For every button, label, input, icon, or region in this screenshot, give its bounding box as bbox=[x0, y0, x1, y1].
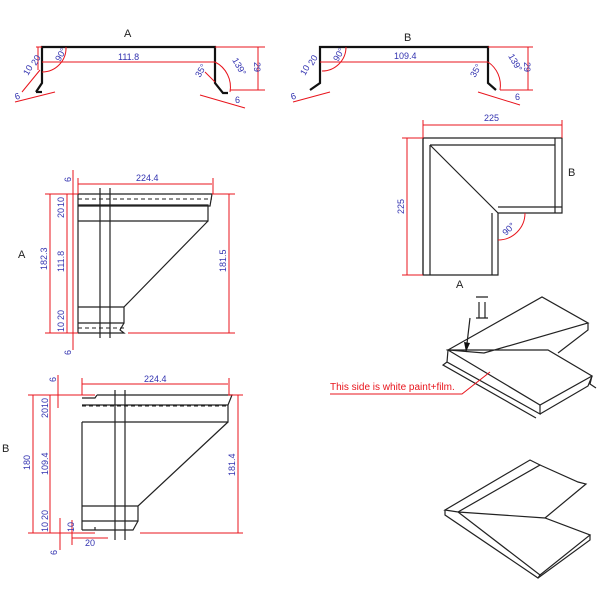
view-a-bottom-edge: 6 bbox=[63, 350, 73, 355]
plan-side-left: 225 bbox=[396, 199, 406, 214]
note-text: This side is white paint+film. bbox=[330, 382, 455, 393]
view-b-label: B bbox=[2, 443, 9, 455]
view-b-offset: 20 bbox=[85, 538, 95, 548]
view-b-overall: 180 bbox=[22, 455, 32, 470]
view-a-middle: 111.8 bbox=[56, 251, 66, 272]
view-b-d20-bottom: 20 bbox=[40, 510, 50, 520]
plan-side-top: 225 bbox=[484, 113, 499, 123]
profile-b-angle-right: 139° bbox=[506, 52, 524, 73]
isometric-bottom bbox=[443, 459, 592, 579]
profile-b: B 109.4 20 10 6 6 90° 35° 139° 29 bbox=[289, 32, 533, 106]
view-b-right-height: 181.4 bbox=[227, 453, 237, 476]
view-a-d20-bottom: 20 bbox=[56, 310, 66, 320]
view-a-d10-bottom: 10 bbox=[56, 322, 66, 332]
profile-b-height: 29 bbox=[522, 62, 532, 72]
view-b-bottom-edge: 6 bbox=[49, 550, 59, 555]
isometric-top: This side is white paint+film. bbox=[330, 296, 597, 419]
note-leader bbox=[330, 371, 491, 395]
profile-b-label: B bbox=[404, 32, 411, 44]
profile-a-edge: 6 bbox=[13, 91, 21, 102]
plan-angle: 90° bbox=[500, 220, 517, 237]
view-a-overall: 182.3 bbox=[39, 247, 49, 270]
profile-a-width: 111.8 bbox=[118, 52, 139, 62]
view-a-d10-top: 10 bbox=[56, 197, 66, 207]
profile-a-flange-upper: 20 bbox=[29, 53, 43, 67]
view-a-right-height: 181.5 bbox=[218, 249, 228, 272]
profile-a-label: A bbox=[124, 28, 132, 40]
view-b: B 6 224.4 10 20 180 109.4 181.4 20 10 10… bbox=[2, 374, 243, 555]
profile-b-width: 109.4 bbox=[394, 51, 417, 61]
profile-b-outline bbox=[309, 45, 497, 91]
profile-b-edge: 6 bbox=[289, 91, 297, 102]
view-b-d10-bottom: 10 bbox=[40, 522, 50, 532]
view-a-length: 224.4 bbox=[136, 173, 159, 183]
view-a-d20-top: 20 bbox=[56, 208, 66, 218]
plan-label-a: A bbox=[456, 279, 464, 291]
view-b-middle: 109.4 bbox=[40, 452, 50, 475]
profile-a-angle-right: 139° bbox=[230, 56, 248, 77]
view-b-top-edge: 6 bbox=[48, 377, 58, 382]
profile-a-flange-lower: 10 bbox=[21, 63, 35, 77]
plan-label-b: B bbox=[568, 167, 575, 179]
view-a-label: A bbox=[18, 249, 26, 261]
profile-b-angle-left: 90° bbox=[331, 46, 347, 63]
view-a: A 6 224.4 10 20 182.3 111.8 181.5 20 10 … bbox=[18, 170, 235, 355]
view-b-d10-top: 10 bbox=[40, 398, 50, 408]
profile-b-flange-lower: 10 bbox=[298, 63, 312, 77]
view-a-top-edge: 6 bbox=[63, 177, 73, 182]
plan-view: 225 225 B A 90° bbox=[396, 113, 575, 291]
view-b-d20-top: 20 bbox=[40, 408, 50, 418]
profile-b-angle-small: 35° bbox=[468, 62, 484, 79]
profile-a-angle-small: 35° bbox=[193, 62, 209, 79]
arrow-icon bbox=[464, 342, 470, 352]
view-b-small: 10 bbox=[66, 522, 76, 532]
profile-b-edge-right: 6 bbox=[515, 92, 520, 102]
profile-a: A 111.8 20 10 6 6 90° 35° 139° 29 bbox=[13, 28, 265, 109]
profile-b-flange-upper: 20 bbox=[306, 53, 320, 67]
view-b-length: 224.4 bbox=[144, 374, 167, 384]
profile-a-edge-right: 6 bbox=[235, 95, 240, 105]
profile-a-height: 29 bbox=[252, 62, 262, 72]
